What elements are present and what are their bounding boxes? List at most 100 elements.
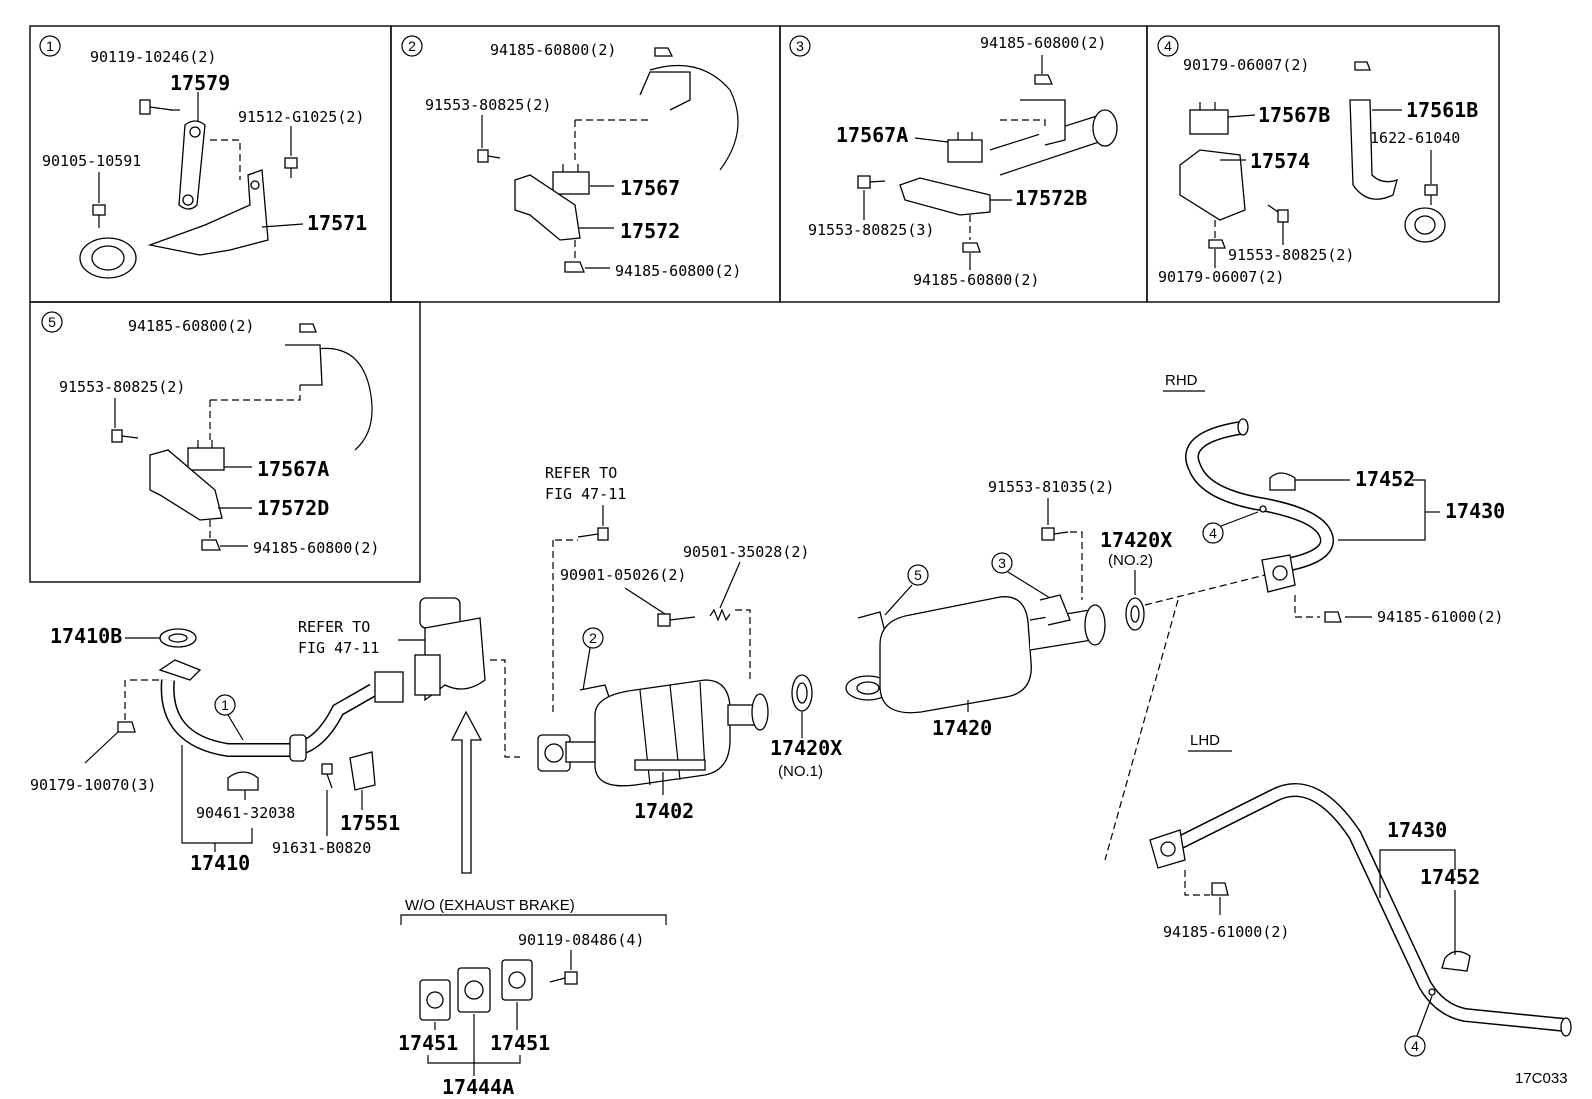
part-label[interactable]: 90179-06007(2)	[1183, 56, 1309, 74]
panel-4-frame	[1146, 25, 1500, 303]
part-label[interactable]: 17452	[1355, 467, 1415, 491]
part-label[interactable]: 91553-80825(2)	[59, 378, 185, 396]
part-label[interactable]: 17574	[1250, 149, 1310, 173]
part-label[interactable]: 17452	[1420, 865, 1480, 889]
part-label[interactable]: 17571	[307, 211, 367, 235]
part-label[interactable]: 90119-08486(4)	[518, 931, 644, 949]
bolt-icon	[477, 149, 501, 163]
main-muffler-icon	[845, 594, 1106, 714]
part-label[interactable]: 90501-35028(2)	[683, 543, 809, 561]
lhd-label[interactable]: LHD	[1190, 732, 1220, 749]
nut-icon	[1324, 611, 1342, 623]
pipe-clamp-icon	[227, 771, 259, 791]
panel-3: 3 94185-60800(2) 17567A 17572B 91553-808…	[789, 34, 1118, 289]
part-label[interactable]: 17551	[340, 811, 400, 835]
nut-icon	[654, 47, 674, 57]
panel-2: 2 94185-60800(2) 91553-80825(2) 17567 17…	[401, 35, 741, 280]
figure-code: 17C033	[1515, 1070, 1568, 1087]
tail-pipe-rhd-icon	[1185, 418, 1334, 593]
exhaust-brake-valve-icon	[414, 597, 486, 702]
muffler-pipe-icon	[989, 99, 1118, 176]
bolt-icon	[577, 527, 609, 541]
part-label[interactable]: 17561B	[1406, 98, 1478, 122]
gasket-plate-icon	[419, 979, 451, 1021]
nut-icon	[1354, 61, 1371, 71]
part-label[interactable]: 17579	[170, 71, 230, 95]
part-label[interactable]: 17430	[1445, 499, 1505, 523]
part-label[interactable]: 90179-06007(2)	[1158, 268, 1284, 286]
part-label[interactable]: 91553-81035(2)	[988, 478, 1114, 496]
part-label[interactable]: 90461-32038	[196, 804, 295, 822]
part-label[interactable]: 94185-61000(2)	[1163, 923, 1289, 941]
part-label[interactable]: 17451	[490, 1031, 550, 1055]
front-exhaust-pipe-icon	[158, 659, 404, 762]
part-label[interactable]: 17572B	[1015, 186, 1087, 210]
bracket-icon	[149, 449, 223, 521]
part-label[interactable]: 90901-05026(2)	[560, 566, 686, 584]
part-label[interactable]: 94185-60800(2)	[980, 34, 1106, 52]
panel-5: 5 94185-60800(2) 91553-80825(2) 17567A 1…	[41, 311, 379, 557]
refer-note-line2[interactable]: FIG 47-11	[298, 639, 379, 657]
part-label[interactable]: 94185-61000(2)	[1377, 608, 1503, 626]
part-label[interactable]: 90105-10591	[42, 152, 141, 170]
callout-circle	[1202, 522, 1224, 544]
variant-label[interactable]: W/O (EXHAUST BRAKE)	[405, 897, 575, 914]
nut-icon	[564, 261, 585, 273]
part-label[interactable]: 91553-80825(3)	[808, 221, 934, 239]
nut-icon	[117, 721, 136, 733]
part-label[interactable]: 94185-60800(2)	[913, 271, 1039, 289]
part-label[interactable]: 17567A	[836, 123, 908, 147]
part-label[interactable]: 91553-80825(2)	[425, 96, 551, 114]
part-label[interactable]: 17567B	[1258, 103, 1330, 127]
bracket-icon	[899, 177, 991, 216]
callout-circle	[907, 564, 929, 586]
part-label[interactable]: 17451	[398, 1031, 458, 1055]
part-label[interactable]: 91631-B0820	[272, 839, 371, 857]
refer-note-line1[interactable]: REFER TO	[545, 464, 617, 482]
bolt-icon	[1041, 527, 1069, 541]
part-label-note[interactable]: (NO.2)	[1108, 552, 1153, 569]
part-label[interactable]: 94185-60800(2)	[128, 317, 254, 335]
pipe-clamp-icon	[1404, 207, 1446, 243]
rubber-mount-icon	[552, 164, 590, 195]
callout-number: 3	[998, 555, 1006, 571]
part-label[interactable]: 17567	[620, 176, 680, 200]
part-label-note[interactable]: (NO.1)	[778, 763, 823, 780]
tail-pipe-lhd-icon	[1149, 783, 1572, 1037]
part-label[interactable]: 91622-61040	[1361, 129, 1460, 147]
part-label[interactable]: 91512-G1025(2)	[238, 108, 364, 126]
nut-icon	[1034, 74, 1054, 85]
part-label[interactable]: 17410B	[50, 624, 122, 648]
part-label[interactable]: 91553-80825(2)	[1228, 246, 1354, 264]
refer-note-line2[interactable]: FIG 47-11	[545, 485, 626, 503]
rhd-label[interactable]: RHD	[1165, 372, 1198, 389]
panel-3-frame	[779, 25, 1148, 303]
part-label[interactable]: 17420	[932, 716, 992, 740]
part-label[interactable]: 94185-60800(2)	[253, 539, 379, 557]
part-label[interactable]: 17444A	[442, 1075, 514, 1099]
nut-icon	[1211, 882, 1229, 896]
part-label[interactable]: 90119-10246(2)	[90, 48, 216, 66]
part-label[interactable]: 94185-60800(2)	[490, 41, 616, 59]
part-label[interactable]: 17420X	[770, 736, 842, 760]
part-label[interactable]: 17430	[1387, 818, 1447, 842]
part-label[interactable]: 90179-10070(3)	[30, 776, 156, 794]
panel-2-number: 2	[408, 38, 416, 54]
part-label[interactable]: 17567A	[257, 457, 329, 481]
rubber-mount-icon	[1189, 102, 1229, 135]
bolt-icon	[657, 613, 696, 627]
part-label[interactable]: 17410	[190, 851, 250, 875]
panel-1-number-circle	[39, 35, 61, 57]
refer-note-line1[interactable]: REFER TO	[298, 618, 370, 636]
part-label[interactable]: 94185-60800(2)	[615, 262, 741, 280]
bolt-icon	[284, 157, 298, 178]
arrow-up-icon	[450, 710, 483, 874]
nut-icon	[299, 323, 317, 333]
panel-4-number: 4	[1164, 38, 1172, 54]
callout-circle	[991, 552, 1013, 574]
part-label[interactable]: 17572	[620, 219, 680, 243]
exhaust-hanger-bracket-icon	[147, 169, 269, 256]
part-label[interactable]: 17572D	[257, 496, 329, 520]
part-label[interactable]: 17420X	[1100, 528, 1172, 552]
part-label[interactable]: 17402	[634, 799, 694, 823]
